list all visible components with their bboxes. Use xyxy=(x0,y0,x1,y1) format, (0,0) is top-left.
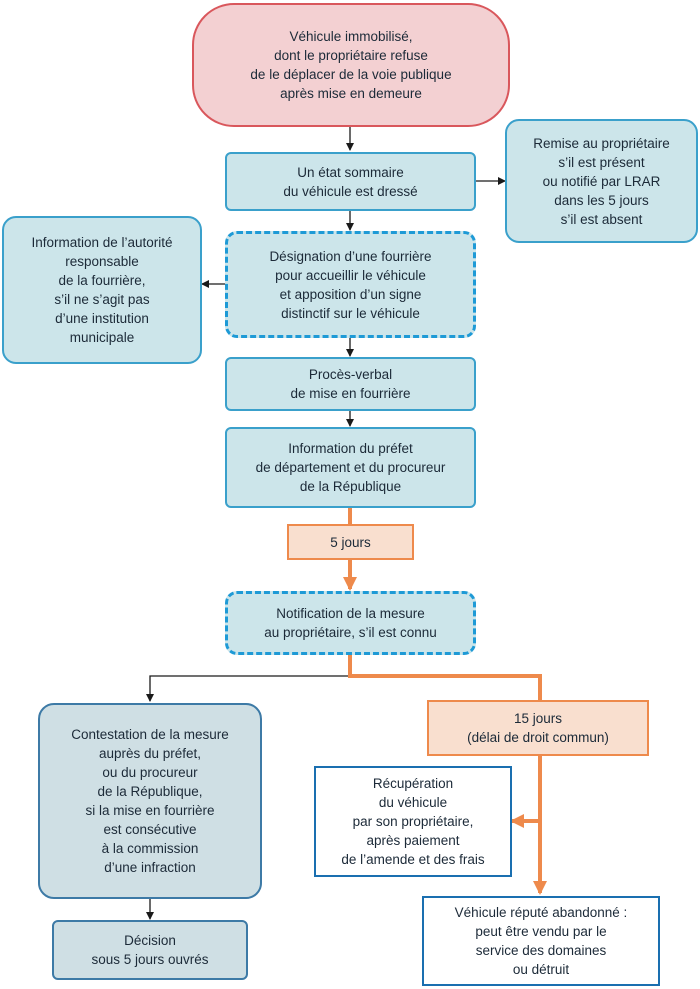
designation-fourriere-node: Désignation d’une fourrière pour accueil… xyxy=(225,231,476,338)
information-autorite-node: Information de l’autorité responsable de… xyxy=(2,216,202,364)
arrow-notification-to-contestation xyxy=(146,655,351,702)
etat-sommaire-node: Un état sommaire du véhicule est dressé xyxy=(225,152,476,211)
fifteen-days-node: 15 jours (délai de droit commun) xyxy=(427,700,649,756)
contestation-node: Contestation de la mesure auprès du préf… xyxy=(38,703,262,899)
five-days-node: 5 jours xyxy=(287,524,414,560)
decision-node: Décision sous 5 jours ouvrés xyxy=(52,920,248,980)
start-node: Véhicule immobilisé, dont le propriétair… xyxy=(192,3,510,127)
information-prefet-node: Information du préfet de département et … xyxy=(225,427,476,508)
remise-proprietaire-node: Remise au propriétaire s’il est présent … xyxy=(505,119,698,243)
vehicule-abandonne-node: Véhicule réputé abandonné : peut être ve… xyxy=(422,896,660,986)
notification-node: Notification de la mesure au propriétair… xyxy=(225,591,476,655)
orange-line-notification-to-15jours xyxy=(348,655,542,700)
proces-verbal-node: Procès-verbal de mise en fourrière xyxy=(225,357,476,411)
recuperation-node: Récupération du véhicule par son proprié… xyxy=(314,766,512,877)
